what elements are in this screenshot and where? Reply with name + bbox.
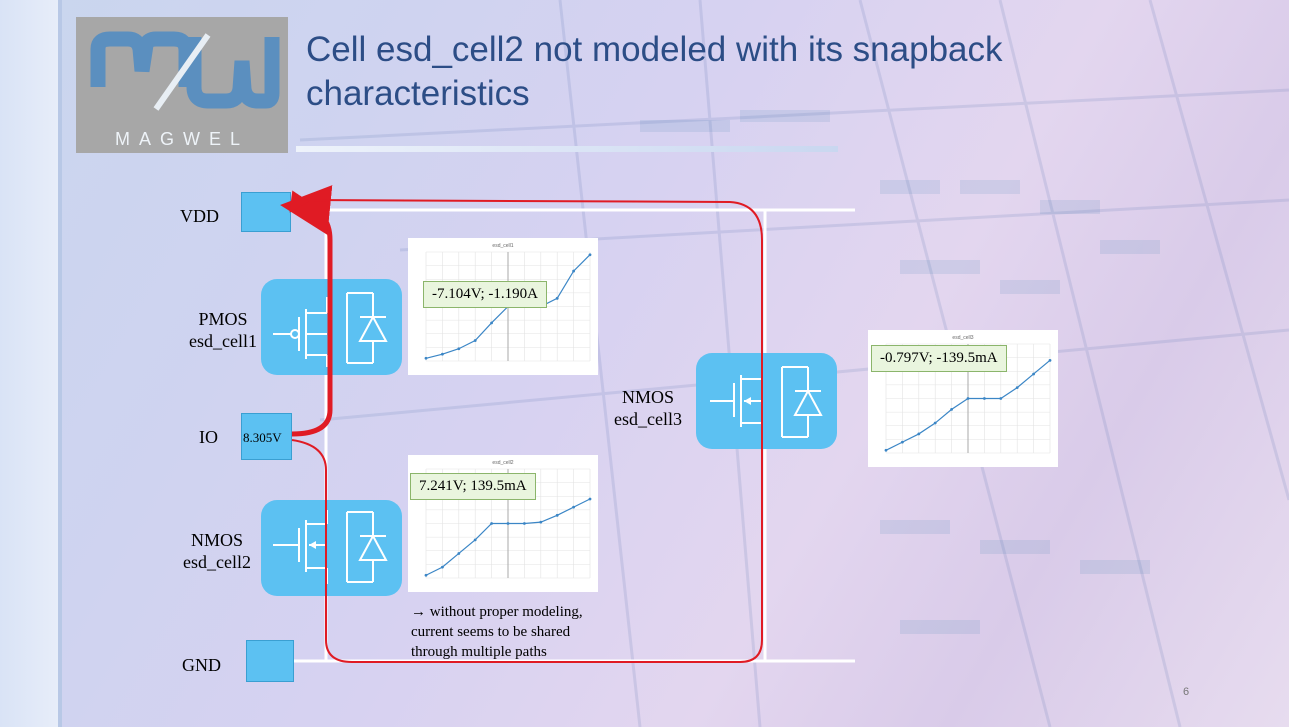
left-accent-bar [0,0,62,727]
data-point [555,513,559,517]
logo-mark-icon [90,31,280,111]
data-point [555,296,559,300]
data-point [441,352,444,356]
esd-cell3-symbol[interactable] [696,353,837,449]
data-point [441,565,444,569]
logo-text: MAGWEL [114,129,249,149]
cell1-type: PMOS [198,309,248,329]
data-point [490,321,493,325]
note-line-2: current seems to be shared [411,624,571,640]
title-line-1: Cell esd_cell2 not modeled with its snap… [306,30,1003,69]
data-point [999,397,1003,400]
title-line-2: characteristics [306,74,530,113]
data-point [933,421,937,425]
nmos-diode-icon [710,365,823,439]
data-point [424,356,428,360]
vdd-pin[interactable] [241,192,291,232]
data-point [966,397,970,400]
nmos-diode-icon [273,510,388,584]
data-point [884,448,888,452]
data-point [572,505,575,509]
cell3-type: NMOS [621,387,674,407]
callout-cell3: -0.797V; -139.5mA [871,345,1007,372]
cell1-name: esd_cell1 [189,331,257,351]
note-line-1: → without proper modeling, [411,602,641,622]
data-point [1015,386,1019,389]
data-point [901,440,904,444]
title-underline [296,146,838,152]
callout-cell2: 7.241V; 139.5mA [410,473,536,500]
data-point [457,347,461,351]
data-point [506,522,510,525]
gnd-label: GND [182,655,221,675]
data-point [572,269,575,273]
cell3-label: NMOS esd_cell3 [603,386,693,430]
data-point [490,522,493,525]
cell2-type: NMOS [190,530,243,550]
arrow-glyph: → [411,604,426,620]
pmos-diode-icon [273,292,388,367]
data-point [983,397,986,400]
io-voltage: 8.305V [243,430,282,445]
esd-cell1-symbol[interactable] [261,279,402,375]
data-point [424,573,428,577]
data-point [588,497,592,501]
esd-cell2-symbol[interactable] [261,500,402,596]
chart-title: esd_cell2 [492,460,513,466]
cell2-name: esd_cell2 [183,552,251,572]
data-point [457,552,461,555]
cell2-label: NMOS esd_cell2 [172,529,262,573]
data-point [539,520,543,524]
note-text-1: without proper modeling, [429,604,583,620]
cell1-label: PMOS esd_cell1 [178,308,268,352]
callout-cell1: -7.104V; -1.190A [423,281,547,308]
page-number: 6 [1183,686,1190,698]
data-point [473,538,477,542]
chart-title: esd_cell3 [952,335,973,341]
data-point [917,432,921,436]
note-line-3: through multiple paths [411,644,547,660]
data-point [950,408,953,411]
gnd-pin[interactable] [246,640,294,682]
data-point [523,522,526,525]
data-point [473,339,477,342]
chart-title: esd_cell1 [492,243,513,249]
page-title: Cell esd_cell2 not modeled with its snap… [306,28,1166,116]
magwel-logo: MAGWEL [76,17,288,153]
io-pin[interactable] [241,413,292,460]
cell3-name: esd_cell3 [614,409,682,429]
data-point [1032,372,1035,376]
io-label: IO [199,427,218,447]
vdd-label: VDD [180,206,219,226]
data-point [1048,358,1052,362]
data-point [588,253,592,257]
modeling-note: → without proper modeling, current seems… [411,602,641,662]
